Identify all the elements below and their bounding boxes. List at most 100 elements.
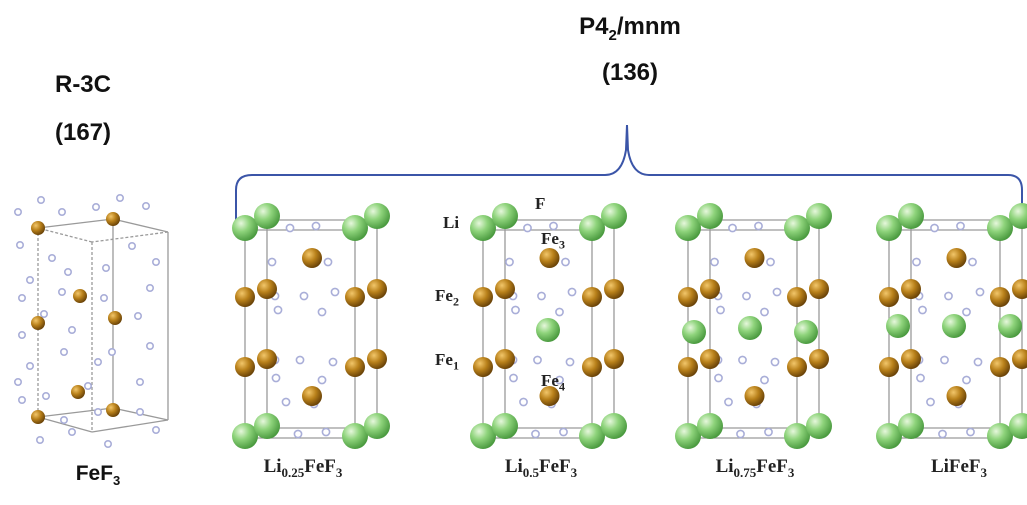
fe-atom (678, 287, 698, 307)
li-atom (738, 316, 762, 340)
f-atom (311, 221, 321, 231)
group-bracket (235, 124, 1023, 220)
fe-atom (582, 357, 602, 377)
li-atom (987, 215, 1013, 241)
li-atom (470, 423, 496, 449)
f-atom (738, 355, 747, 365)
f-atom (104, 439, 113, 448)
li-atom (784, 423, 810, 449)
fe-atom (744, 386, 765, 406)
fe-atom (31, 221, 45, 235)
supercell-3 (675, 203, 832, 449)
li-atom (697, 413, 723, 439)
f-atom (973, 357, 983, 367)
li-atom (601, 203, 627, 229)
lixfef3-structures (232, 203, 1027, 449)
li-atom (697, 203, 723, 229)
li05-sub2: 3 (570, 464, 578, 480)
f-atom (295, 355, 305, 365)
f-atom (975, 287, 985, 297)
fef3-base: FeF (75, 462, 114, 485)
f-atom (956, 221, 965, 231)
li05-post: FeF (539, 456, 571, 477)
fef3-structure (14, 194, 169, 448)
fe-atom (473, 287, 493, 307)
f-atom (14, 377, 23, 386)
f-atom (944, 291, 953, 301)
f-atom (940, 355, 949, 365)
fe-atom (539, 386, 560, 406)
f-atom (100, 293, 109, 302)
lifef3-sub2: 3 (980, 464, 988, 480)
cell-edge (91, 231, 169, 243)
f-atom (59, 347, 68, 356)
fe-atom (495, 279, 515, 299)
f-atom (565, 357, 575, 367)
f-atom (35, 435, 44, 444)
li-atom (342, 215, 368, 241)
li-atom (794, 320, 818, 344)
f-atom (754, 221, 763, 231)
li-atom (536, 318, 560, 342)
f-atom (92, 203, 101, 212)
f-atom (146, 341, 155, 350)
f-atom (68, 427, 77, 436)
f-atom (142, 202, 151, 211)
fe-atom (106, 212, 120, 226)
f-atom (567, 287, 577, 297)
f-atom (328, 357, 338, 367)
space-group-number-left: (167) (54, 119, 112, 146)
fe1-base: Fe (435, 350, 453, 369)
fe-atom (604, 279, 624, 299)
f-atom (84, 381, 93, 390)
fe-atom (700, 279, 720, 299)
f-atom (549, 221, 558, 231)
fe-atom (809, 279, 829, 299)
fe-atom (604, 349, 624, 369)
fe-atom (946, 386, 967, 406)
f-atom (25, 361, 34, 370)
f-atom (321, 427, 331, 437)
f-atom (962, 375, 971, 385)
f-atom (102, 263, 111, 272)
f-atom (916, 373, 925, 383)
fe-atom (582, 287, 602, 307)
f-atom (285, 223, 295, 233)
f-atom (962, 307, 971, 317)
li-atom (254, 203, 280, 229)
li-atom (675, 423, 701, 449)
f-atom (108, 347, 117, 356)
fe-atom (744, 248, 765, 268)
li-atom (579, 423, 605, 449)
f-atom (152, 425, 161, 434)
li-atom (1009, 413, 1027, 439)
f-atom (152, 257, 161, 266)
f-atom (742, 291, 751, 301)
li05-pre: Li (504, 456, 523, 477)
f-atom (15, 241, 24, 250)
f-atom (918, 305, 927, 315)
f-atom (317, 375, 327, 385)
li-atom (470, 215, 496, 241)
f-atom (299, 291, 309, 301)
f-atom (930, 223, 939, 233)
f-atom (505, 257, 514, 267)
fe-atom (990, 357, 1010, 377)
f-atom (323, 257, 333, 267)
li-atom (364, 203, 390, 229)
f-atom (728, 223, 737, 233)
fe2-sub: 2 (452, 294, 459, 309)
f-atom (519, 397, 528, 407)
fe-atom (108, 311, 122, 325)
fe-atom (879, 357, 899, 377)
f-atom (47, 254, 56, 263)
cell-edge (91, 419, 169, 433)
f-atom (531, 429, 540, 439)
cell-edge (37, 227, 93, 243)
f-atom (764, 427, 773, 437)
sg-post: /mnm (616, 13, 681, 40)
li-atom (942, 314, 966, 338)
li-atom (1009, 203, 1027, 229)
